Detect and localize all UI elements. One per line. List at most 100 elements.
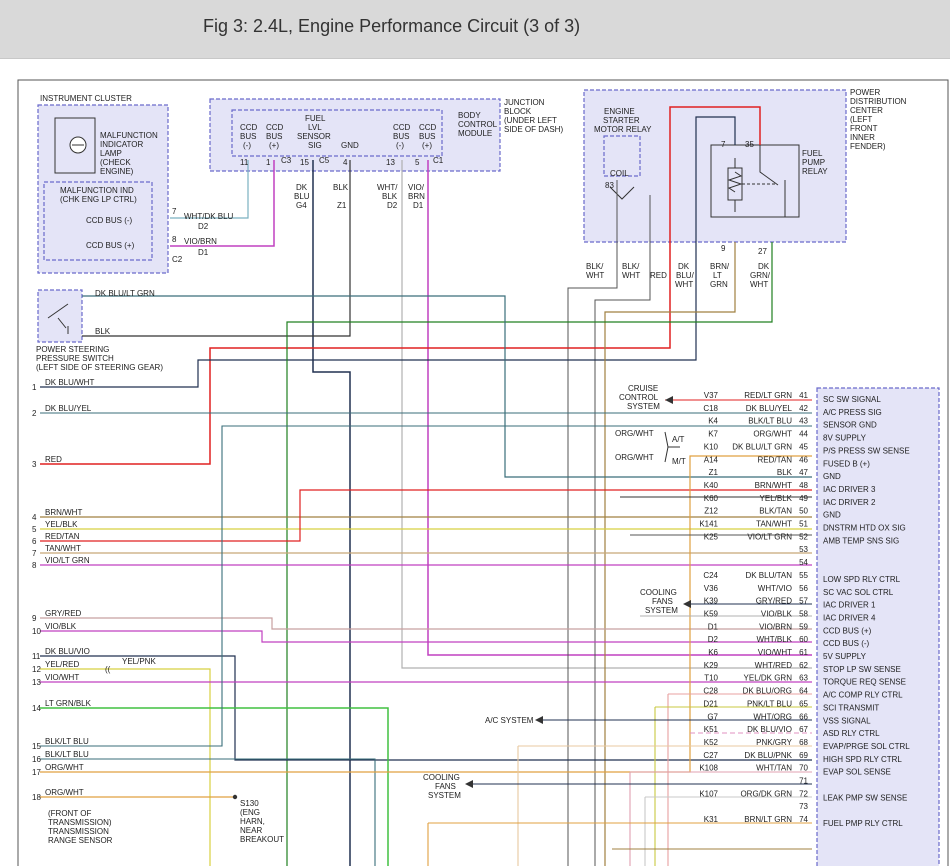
left-pin-wire-color: YEL/BLK xyxy=(45,520,78,529)
pcm-pin-wire-color: WHT/RED xyxy=(755,661,793,670)
pcm-pin-function: A/C PRESS SIG xyxy=(823,408,882,417)
wire-pin10 xyxy=(40,630,812,643)
svg-text:PUMP: PUMP xyxy=(802,158,825,167)
left-pin-number: 10 xyxy=(32,627,41,636)
pcm-pin-number: 64 xyxy=(799,687,808,696)
wire-label-wht-dkblu: WHT/DK BLU xyxy=(184,212,234,221)
pcm-pin-wire-color: WHT/ORG xyxy=(753,712,792,721)
svg-text:BLOCK: BLOCK xyxy=(504,107,532,116)
pcm-pin-function: EVAP/PRGE SOL CTRL xyxy=(823,742,910,751)
left-pin-wire-color: BRN/WHT xyxy=(45,508,82,517)
svg-text:FANS: FANS xyxy=(435,782,456,791)
pcm-pin-number: 67 xyxy=(799,725,808,734)
fuel-pump-relay-box xyxy=(710,144,800,218)
svg-text:FENDER): FENDER) xyxy=(850,142,886,151)
pcm-pin-function: SC SW SIGNAL xyxy=(823,395,881,404)
relay-switch-icon xyxy=(759,145,786,217)
pcm-pin-wire-color: VIO/WHT xyxy=(758,648,792,657)
svg-text:FUEL: FUEL xyxy=(802,149,823,158)
pcm-pin-function: 8V SUPPLY xyxy=(823,434,867,443)
svg-text:CCD: CCD xyxy=(419,123,437,132)
pcm-pin-number: 52 xyxy=(799,532,808,541)
pcm-pin-function: AMB TEMP SNS SIG xyxy=(823,536,899,545)
splice-s130-label: S130 (ENG HARN, NEAR BREAKOUT xyxy=(240,799,284,844)
svg-text:VIO/: VIO/ xyxy=(408,183,425,192)
relay-wire-labels: BLK/ WHT BLK/ WHT RED DK BLU/ WHT BRN/ L… xyxy=(586,262,771,289)
pcm-pin-circuit: K29 xyxy=(704,661,719,670)
left-pin-wire-color: LT GRN/BLK xyxy=(45,699,92,708)
pcm-pin-circuit: K31 xyxy=(704,815,719,824)
starter-relay-contact-icon xyxy=(609,186,635,200)
relay-pin-7: 7 xyxy=(721,140,726,149)
pcm-pin-number: 43 xyxy=(799,417,808,426)
mil-control-label-1: MALFUNCTION IND xyxy=(60,186,134,195)
cooling-fans-label-2: COOLING FANS SYSTEM xyxy=(423,773,461,800)
diagram-svg: INSTRUMENT CLUSTER MALFUNCTION INDICATOR… xyxy=(17,79,949,866)
svg-text:HARN,: HARN, xyxy=(240,817,265,826)
wire-pin63 xyxy=(654,706,812,866)
pcm-pin-function: IAC DRIVER 3 xyxy=(823,485,876,494)
wire-label-d2: D2 xyxy=(198,222,209,231)
left-pin-number: 13 xyxy=(32,678,41,687)
pcm-pin-number: 68 xyxy=(799,738,808,747)
svg-text:DK: DK xyxy=(296,183,308,192)
pcm-pin-wire-color: BRN/WHT xyxy=(755,481,792,490)
pcm-pin-number: 66 xyxy=(799,712,808,721)
left-pin-wire-color: RED xyxy=(45,455,62,464)
left-pin-number: 3 xyxy=(32,460,37,469)
relay-pin-35: 35 xyxy=(745,140,754,149)
pcm-pin-circuit: K51 xyxy=(704,725,719,734)
left-pin-wire-color: YEL/RED xyxy=(45,660,79,669)
pcm-pin-function: P/S PRESS SW SENSE xyxy=(823,446,910,455)
left-pin-number: 5 xyxy=(32,525,37,534)
arrow-cruise-icon xyxy=(665,396,673,404)
pcm-pin-circuit: K4 xyxy=(708,417,718,426)
wire-starter-relay-blkwht xyxy=(567,180,618,866)
svg-text:D1: D1 xyxy=(413,201,424,210)
left-pin-number: 2 xyxy=(32,409,37,418)
svg-text:WHT: WHT xyxy=(622,271,640,280)
pcm-pin-wire-color: DK BLU/VIO xyxy=(747,725,792,734)
svg-text:COOLING: COOLING xyxy=(640,588,677,597)
relay-resistor-icon xyxy=(727,171,743,193)
pcm-pin-function: TORQUE REQ SENSE xyxy=(823,678,906,687)
ps-wire-label-2: BLK xyxy=(95,327,111,336)
pcm-pin-function: SC VAC SOL CTRL xyxy=(823,588,894,597)
pcm-pin-wire-color: YEL/BLK xyxy=(760,494,793,503)
left-pin-number: 7 xyxy=(32,549,37,558)
svg-text:(LEFT: (LEFT xyxy=(850,115,872,124)
svg-text:BLU/: BLU/ xyxy=(676,271,695,280)
pcm-pin-number: 58 xyxy=(799,609,808,618)
pcm-pin-function: IAC DRIVER 2 xyxy=(823,498,876,507)
pcm-pin-73: 73 xyxy=(799,802,808,811)
pcm-pin-number: 70 xyxy=(799,764,808,773)
pcm-pin-circuit: V36 xyxy=(704,584,719,593)
splice-wire-label: YEL/PNK xyxy=(122,657,156,666)
svg-text:PRESSURE SWITCH: PRESSURE SWITCH xyxy=(36,354,114,363)
pcm-pin-function: LEAK PMP SW SENSE xyxy=(823,793,907,802)
starter-relay-coil-box xyxy=(603,135,641,177)
wire-pin17 xyxy=(40,455,812,773)
svg-text:FRONT: FRONT xyxy=(850,124,878,133)
left-pin-number: 1 xyxy=(32,383,37,392)
svg-text:15: 15 xyxy=(300,158,309,167)
bcm-connector-c1: C1 xyxy=(433,156,444,165)
